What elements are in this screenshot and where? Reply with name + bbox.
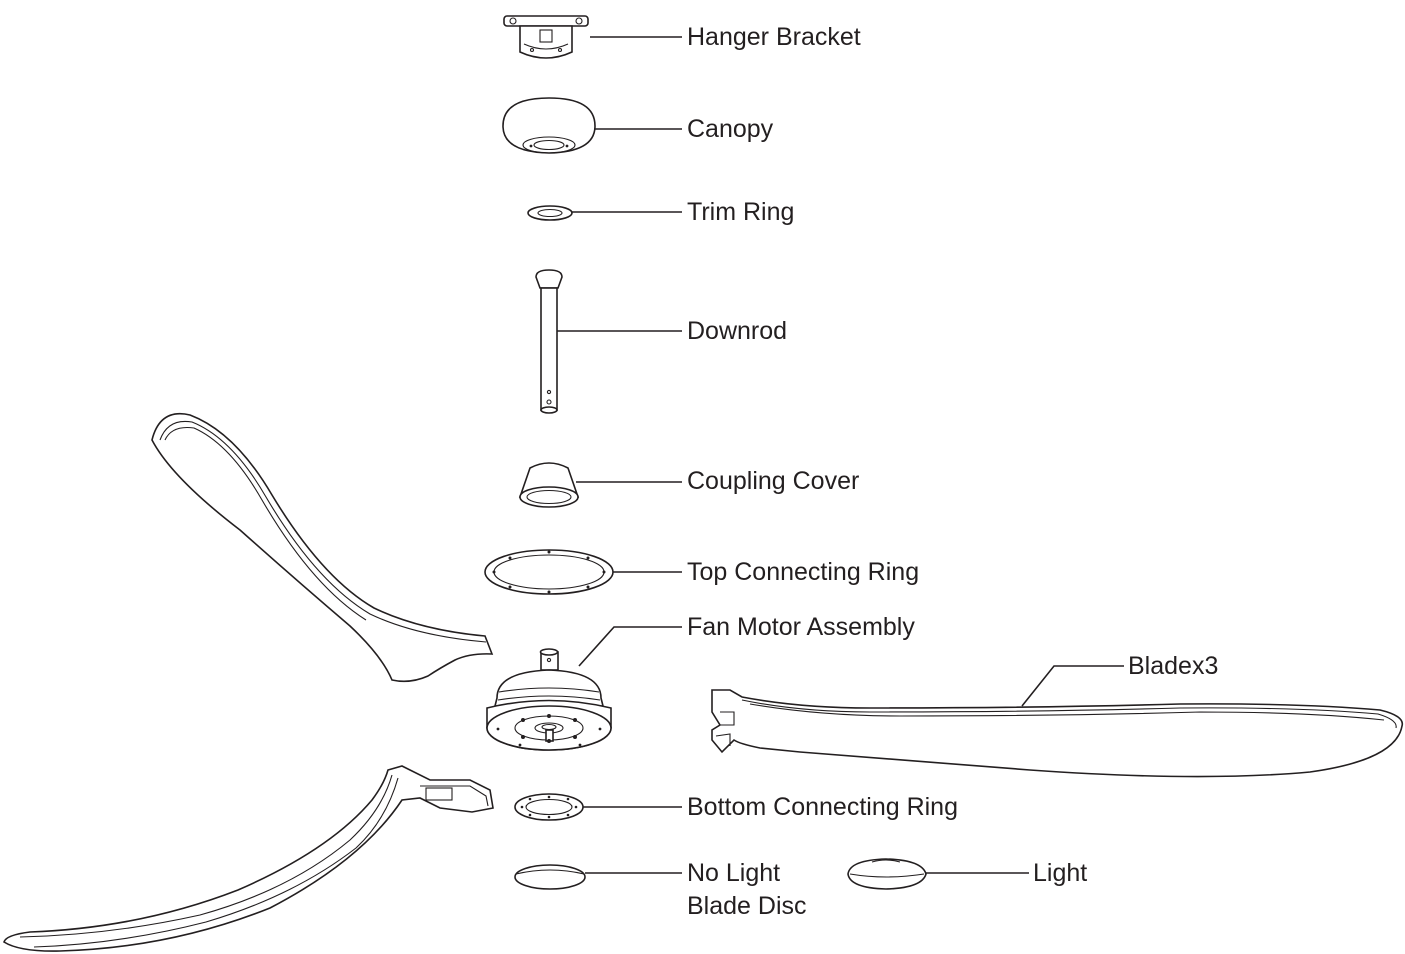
top-connecting-ring-part [484,549,614,595]
label-trim-ring: Trim Ring [687,198,795,226]
blade-lower-left-part [3,765,494,952]
label-blade: Bladex3 [1128,652,1219,680]
label-light: Light [1033,859,1088,887]
label-top-connecting-ring: Top Connecting Ring [687,558,920,586]
no-light-blade-disc-part [514,864,586,890]
label-fan-motor-assembly: Fan Motor Assembly [687,613,915,641]
canopy-part [502,97,596,154]
label-no-light-line2: Blade Disc [687,892,807,920]
blade-leader [1021,665,1124,707]
fan-motor-assembly-leader [578,626,682,667]
coupling-cover-part [518,462,580,508]
label-downrod: Downrod [687,317,788,345]
label-hanger-bracket: Hanger Bracket [687,23,861,51]
blade-upper-left-part [151,413,494,683]
hanger-bracket-part [503,15,589,59]
light-part [847,858,927,890]
fan-motor-assembly-part [486,648,612,751]
label-canopy: Canopy [687,115,774,143]
downrod-part [535,269,563,414]
bottom-connecting-ring-part [514,793,584,821]
label-coupling-cover: Coupling Cover [687,467,860,495]
label-bottom-connecting-ring: Bottom Connecting Ring [687,793,958,821]
blade-right-part [711,689,1404,778]
label-no-light-line1: No Light [687,859,781,887]
trim-ring-part [527,205,573,221]
